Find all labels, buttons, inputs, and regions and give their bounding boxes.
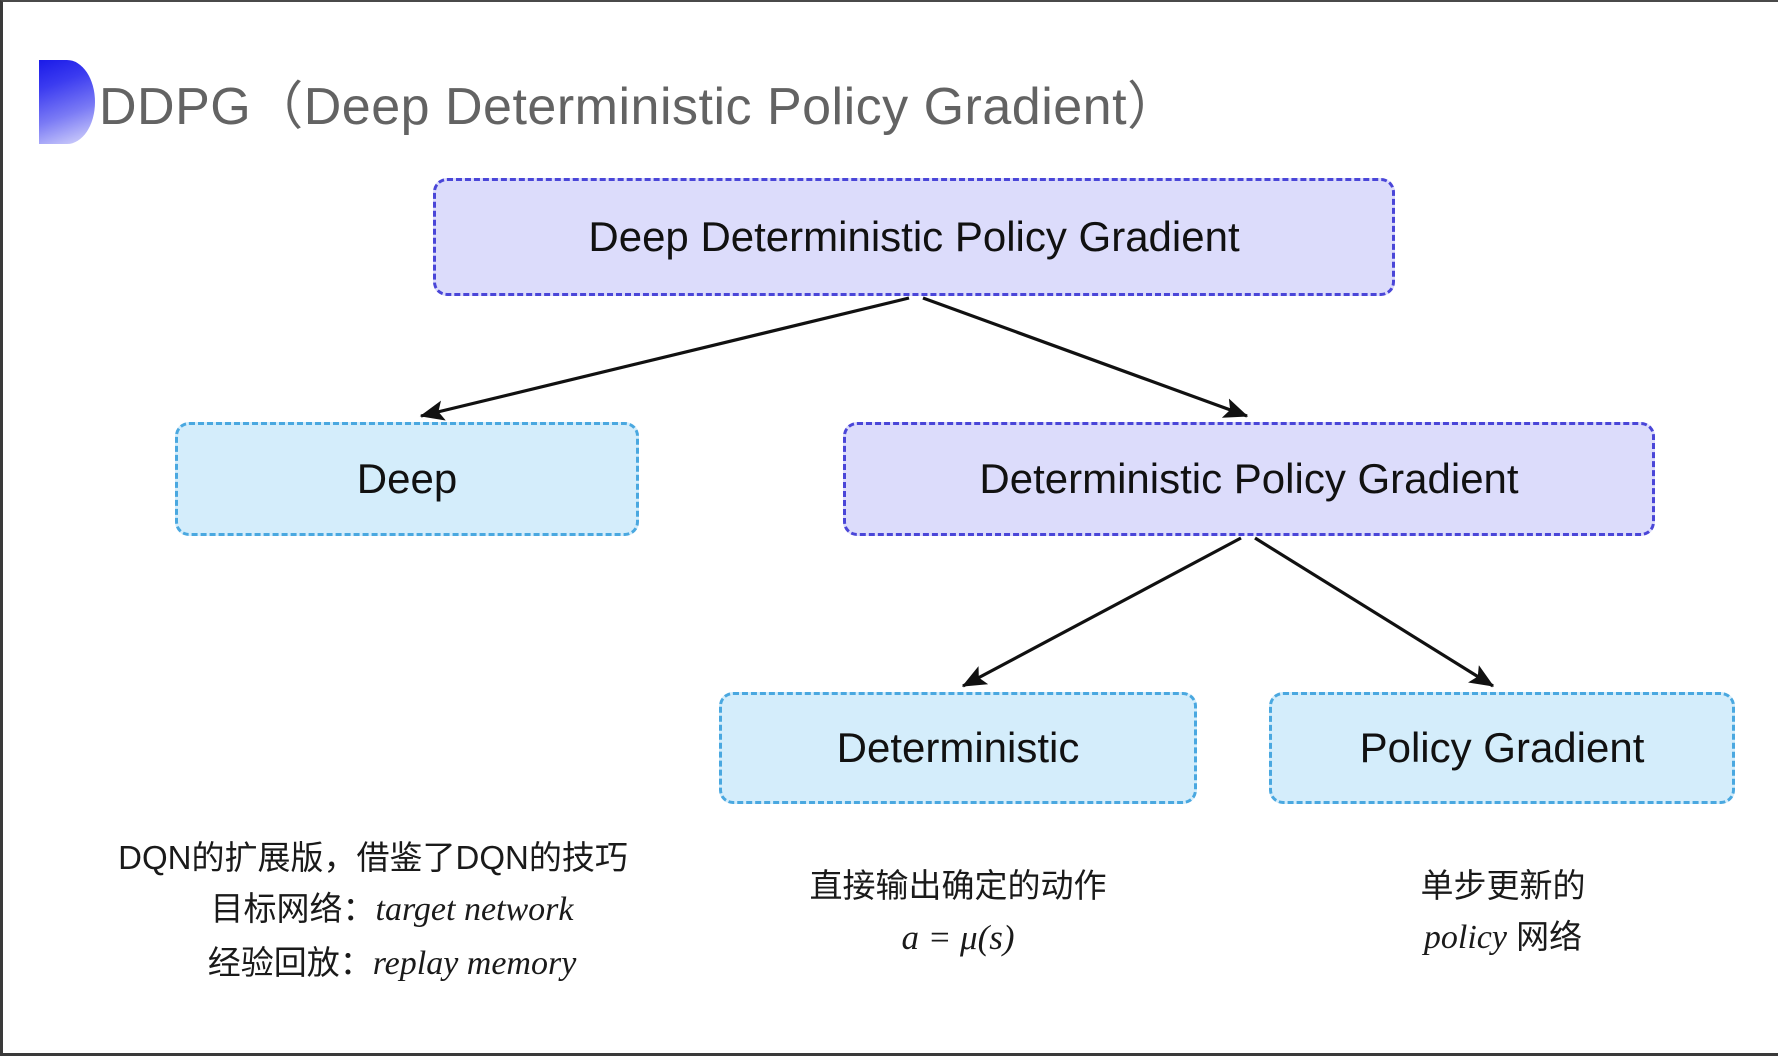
caption-policy-gradient-line2: policy 网络 <box>1313 911 1693 965</box>
caption-deterministic-line1: 直接输出确定的动作 <box>809 867 1107 904</box>
arrow-root-to-deep <box>419 296 910 421</box>
node-policy-gradient[interactable]: Policy Gradient <box>1269 692 1735 804</box>
caption-deep-line2: 目标网络：target network <box>93 883 653 937</box>
title-bullet-decoration <box>39 60 95 144</box>
caption-deep-line1: DQN的扩展版，借鉴了DQN的技巧 <box>118 839 628 876</box>
caption-deterministic-formula: a = μ(s) <box>901 918 1015 958</box>
arrow-root-to-dpg <box>922 296 1249 418</box>
node-deep[interactable]: Deep <box>175 422 639 536</box>
caption-deep: DQN的扩展版，借鉴了DQN的技巧 目标网络：target network 经验… <box>93 832 653 991</box>
caption-deep-line3-label: 经验回放： <box>207 943 373 981</box>
node-deterministic[interactable]: Deterministic <box>719 692 1197 804</box>
caption-policy-gradient: 单步更新的 policy 网络 <box>1313 860 1693 965</box>
arrow-dpg-to-deterministic <box>961 536 1242 688</box>
caption-deep-line2-term: target network <box>375 891 574 929</box>
caption-deterministic: 直接输出确定的动作 a = μ(s) <box>763 860 1153 965</box>
caption-policy-gradient-suffix: 网络 <box>1506 918 1583 956</box>
page-title: DDPG（Deep Deterministic Policy Gradient） <box>99 78 1180 136</box>
caption-policy-gradient-line1: 单步更新的 <box>1420 867 1586 904</box>
arrow-dpg-to-policy-gradient <box>1254 536 1495 688</box>
node-deterministic-policy-gradient[interactable]: Deterministic Policy Gradient <box>843 422 1655 536</box>
caption-deep-line3-term: replay memory <box>372 944 577 982</box>
caption-policy-gradient-term: policy <box>1423 919 1507 957</box>
caption-deep-line3: 经验回放：replay memory <box>93 937 653 991</box>
caption-deep-line2-label: 目标网络： <box>210 890 376 928</box>
node-deep-deterministic-policy-gradient[interactable]: Deep Deterministic Policy Gradient <box>433 178 1395 296</box>
